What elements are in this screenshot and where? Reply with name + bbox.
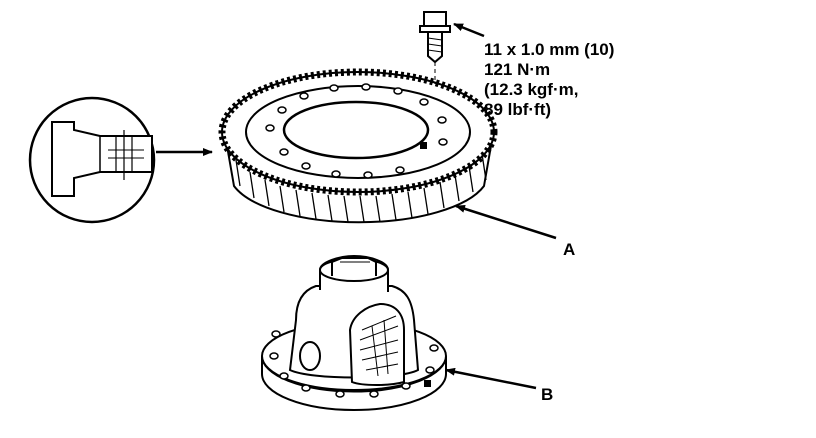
bolt-size-label: 11 x 1.0 mm (10)	[484, 40, 615, 59]
callout-arrow-b	[445, 367, 537, 390]
callout-label-a: A	[563, 240, 576, 259]
torque-spec: 11 x 1.0 mm (10) 121 N·m (12.3 kgf·m, 89…	[484, 40, 614, 120]
bolt-section-detail	[28, 96, 156, 224]
differential-carrier	[261, 254, 447, 411]
ring-gear	[218, 68, 498, 224]
callout-arrow-a	[455, 204, 557, 240]
torque-nm-label: 121 N·m	[484, 60, 551, 79]
torque-lbfft-label: 89 lbf·ft)	[484, 100, 552, 119]
torque-kgfm-label: (12.3 kgf·m,	[484, 80, 579, 99]
bolt	[419, 11, 451, 84]
callout-label-b: B	[541, 385, 554, 404]
bolt-callout-arrow	[453, 22, 485, 38]
